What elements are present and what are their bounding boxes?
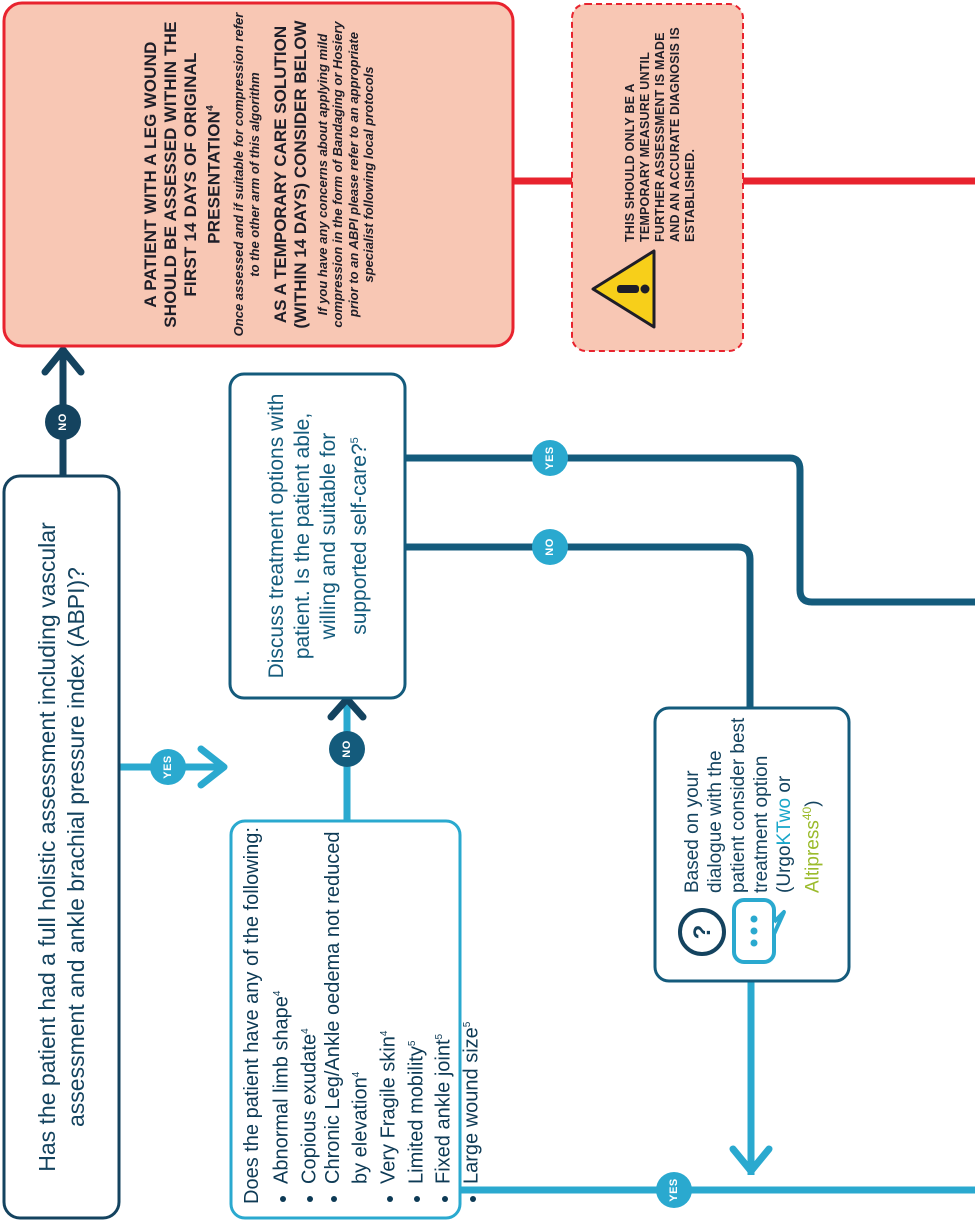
temporary-care-note: If you have any concerns about applying … [314,21,377,328]
warning-triangle-icon [591,249,656,329]
risk-factor-list: Abnormal limb shape4 Copious exudate4 Ch… [266,824,484,1204]
connector-discuss-yes [404,454,975,606]
brand-ktwo: KTwo [774,797,796,846]
question-chat-icon: ? [678,898,786,964]
risk-box [229,819,462,1220]
warning-box [571,3,744,352]
badge-no-risk: NO [329,731,365,767]
assessment-note: Once assessed and if suitable for compre… [230,12,262,337]
warning-text: THIS SHOULD ONLY BE A TEMPORARY MEASURE … [622,27,697,242]
temporary-care-heading: AS A TEMPORARY CARE SOLUTION (WITHIN 14 … [270,20,310,329]
risk-factor-item: Limited mobility5 [401,824,429,1184]
arrowhead-up-1 [41,346,85,376]
svg-text:?: ? [689,925,716,940]
discuss-box [228,372,407,700]
connector-discuss-no [404,543,754,708]
risk-factor-item: Copious exudate4 [294,824,322,1184]
risk-factor-item: Large wound size5 [456,824,484,1184]
main-question-box [2,474,121,1220]
arrowhead-right-1 [197,745,228,789]
risk-factor-item: Abnormal limb shape4 [266,824,294,1184]
risk-factor-item: Very Fragile skin4 [373,824,401,1184]
badge-yes-discuss: YES [532,440,568,476]
badge-yes-risk: YES [656,1172,692,1208]
arrowhead-down [729,1145,773,1175]
risk-question-text: Does the patient have any of the followi… [234,824,483,1214]
brand-urgo: Urgo [774,845,796,887]
badge-yes-main: YES [150,749,186,785]
assessment-heading: A PATIENT WITH A LEG WOUND SHOULD BE ASS… [141,21,224,328]
brand-altipress: Altipress [802,820,824,893]
badge-no-main: NO [45,404,81,440]
risk-factor-item: Fixed ankle joint5 [428,824,456,1184]
risk-factor-item: Chronic Leg/Ankle oedema not reduced by … [321,824,373,1184]
assessment-box [2,1,515,348]
discuss-question-text: Discuss treatment options with patient. … [264,393,371,679]
main-question-text: Has the patient had a full holistic asse… [33,522,89,1172]
assessment-box-text: A PATIENT WITH A LEG WOUND SHOULD BE ASS… [8,5,510,344]
badge-no-discuss: NO [532,529,568,565]
dialogue-text: Based on your dialogue with the patient … [682,717,824,893]
dialogue-box [653,706,851,983]
